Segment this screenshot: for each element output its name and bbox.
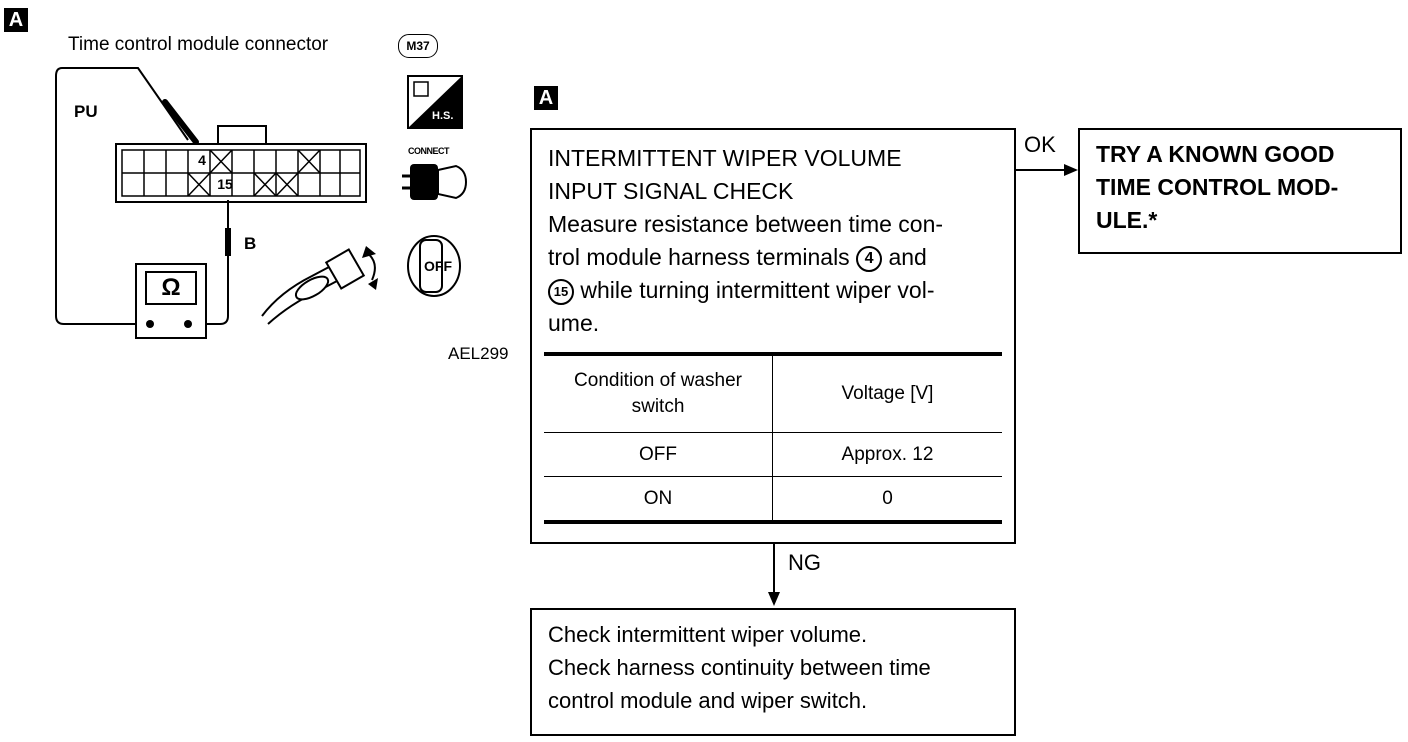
check-text-line2b: and (888, 244, 927, 270)
check-text-line2: trol module harness terminals 4 and (548, 241, 988, 274)
check-title-line1: INTERMITTENT WIPER VOLUME (548, 145, 902, 171)
ok-line2: TIME CONTROL MOD- (1096, 174, 1339, 200)
wire-label-b: B (244, 234, 257, 253)
table-cell-voltage: Approx. 12 (772, 432, 1002, 477)
ng-line3: control module and wiper switch. (548, 688, 868, 713)
ok-line1: TRY A KNOWN GOOD (1096, 141, 1335, 167)
ng-result-text: Check intermittent wiper volume. Check h… (548, 618, 1008, 717)
condition-table: Condition of washer switch Voltage [V] O… (544, 352, 1002, 524)
table-cell-condition: ON (544, 476, 773, 522)
ok-result-text: TRY A KNOWN GOOD TIME CONTROL MOD- ULE.* (1096, 138, 1386, 237)
wire-label-pu: PU (74, 102, 98, 121)
ng-result-box: Check intermittent wiper volume. Check h… (530, 608, 1016, 736)
connector-code-text: M37 (406, 39, 430, 53)
ng-line1: Check intermittent wiper volume. (548, 622, 868, 647)
ok-label: OK (1024, 132, 1056, 157)
connect-label: CONNECT (408, 146, 450, 156)
ok-line3: ULE.* (1096, 207, 1158, 233)
check-text-line3: 15 while turning intermittent wiper vol- (548, 274, 988, 307)
ng-arrow (768, 542, 780, 606)
terminal-label-15: 15 (217, 176, 233, 192)
wiring-illustration (55, 67, 468, 339)
check-text-line3-text: while turning intermittent wiper vol- (580, 277, 935, 303)
ng-label: NG (788, 550, 821, 575)
connector-title-text: Time control module connector (68, 34, 329, 55)
terminal-label-4: 4 (198, 152, 206, 168)
table-cell-condition: OFF (544, 432, 773, 477)
figure-code: AEL299 (448, 344, 509, 363)
table-header-condition: Condition of washer switch (544, 354, 773, 433)
section-badge-left: A (4, 8, 28, 32)
table-row: OFF Approx. 12 (544, 432, 1002, 477)
ng-line2: Check harness continuity between time (548, 655, 931, 680)
check-text-line2a: trol module harness terminals (548, 244, 850, 270)
ok-result-box: TRY A KNOWN GOOD TIME CONTROL MOD- ULE.* (1078, 128, 1402, 254)
table-row: ON 0 (544, 476, 1002, 522)
terminal-circle-15: 15 (548, 279, 574, 305)
check-box-main: INTERMITTENT WIPER VOLUME INPUT SIGNAL C… (530, 128, 1016, 544)
terminal-circle-4: 4 (856, 246, 883, 272)
ohm-symbol: Ω (161, 274, 181, 301)
section-badge-main: A (534, 86, 558, 110)
off-label: OFF (424, 258, 452, 274)
connector-code-badge: M37 (398, 34, 438, 58)
check-title-line2: INPUT SIGNAL CHECK (548, 178, 794, 204)
connector-title: Time control module connector (68, 34, 328, 56)
ok-arrow (1014, 164, 1078, 176)
check-description: INTERMITTENT WIPER VOLUME INPUT SIGNAL C… (548, 142, 988, 340)
table-header-voltage: Voltage [V] (772, 354, 1002, 433)
check-text-line1: Measure resistance between time con- (548, 211, 944, 237)
table-header-row: Condition of washer switch Voltage [V] (544, 354, 1002, 433)
hs-label: H.S. (432, 110, 454, 122)
table-cell-voltage: 0 (882, 487, 893, 509)
table-header-condition-text: Condition of washer switch (574, 370, 742, 417)
check-text-line4: ume. (548, 310, 600, 336)
